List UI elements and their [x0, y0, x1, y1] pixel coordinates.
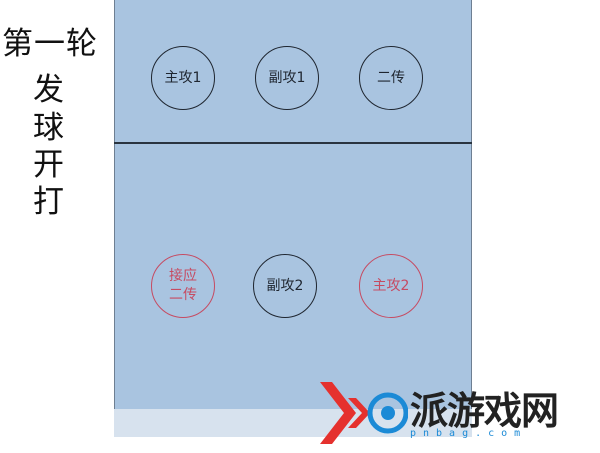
round-title: 第一轮 — [2, 26, 98, 62]
court-bottom-strip — [114, 409, 472, 437]
title-char-2: 球 — [33, 110, 64, 146]
watermark-text: 派游戏网 — [410, 389, 559, 433]
watermark-url: pnbag.com — [410, 428, 528, 439]
title-char-1: 发 — [33, 72, 64, 108]
title-char-4: 打 — [33, 184, 64, 220]
player-middle-blocker-2: 副攻2 — [253, 254, 317, 318]
player-setter: 二传 — [359, 46, 423, 110]
watermark-logo-icon — [320, 382, 409, 444]
watermark: 派游戏网 pnbag.com — [318, 378, 600, 449]
player-main-attacker-1: 主攻1 — [151, 46, 215, 110]
title-char-3: 开 — [33, 147, 64, 183]
player-opposite-setter: 接应 二传 — [151, 254, 215, 318]
player-main-attacker-2: 主攻2 — [359, 254, 423, 318]
net-line — [114, 142, 472, 144]
player-middle-blocker-1: 副攻1 — [255, 46, 319, 110]
